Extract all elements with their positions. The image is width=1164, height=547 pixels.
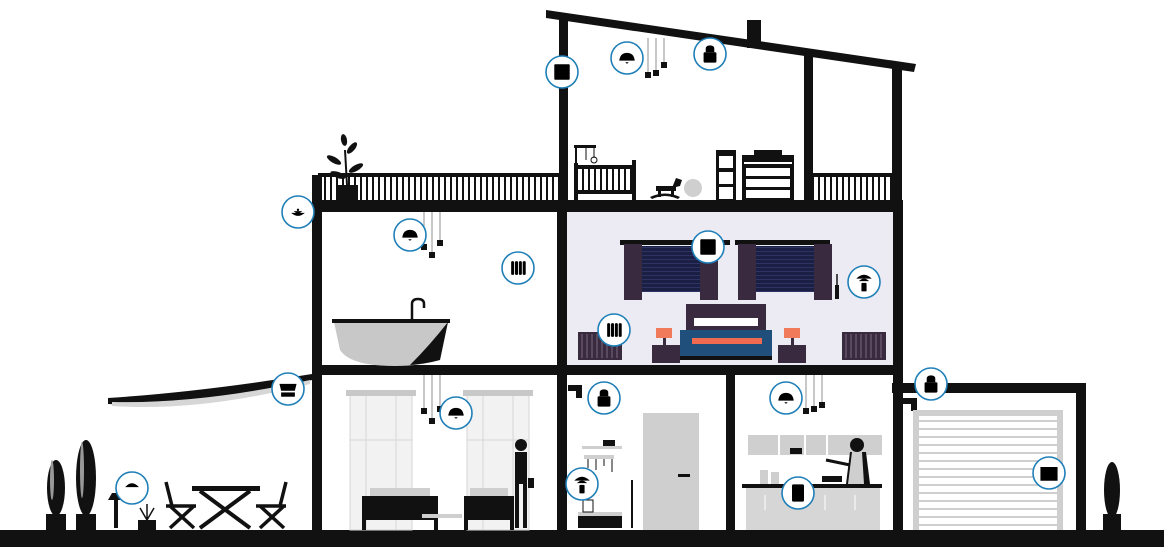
middle-floor-slab <box>312 365 902 375</box>
chimney <box>747 20 761 48</box>
hotspot-kitchen-light[interactable] <box>769 381 803 415</box>
attic-right-wall <box>804 55 813 205</box>
hotspot-ring <box>115 471 149 505</box>
hotspot-bathroom-light[interactable] <box>393 218 427 252</box>
hotspot-hall-remote[interactable] <box>565 467 599 501</box>
hall <box>568 385 699 530</box>
awning-shade <box>112 380 310 408</box>
kitchen-wall <box>726 365 735 535</box>
hotspot-layer <box>115 37 1066 510</box>
garage-right-wall <box>1076 383 1086 535</box>
right-wall <box>893 200 903 535</box>
hotspot-ring <box>565 467 599 501</box>
living-room <box>346 390 534 531</box>
hotspot-bathroom-heating[interactable] <box>501 251 535 285</box>
hotspot-living-light[interactable] <box>439 396 473 430</box>
hotspot-attic-lock[interactable] <box>693 37 727 71</box>
hotspot-hall-lock[interactable] <box>587 381 621 415</box>
left-wall <box>312 175 322 535</box>
upper-floor-slab <box>312 200 902 212</box>
hotspot-ring <box>847 265 881 299</box>
hotspot-garage-door[interactable] <box>1032 456 1066 490</box>
hotspot-garage-lock[interactable] <box>914 367 948 401</box>
hotspot-kitchen-switch[interactable] <box>781 476 815 510</box>
bathroom <box>332 297 450 366</box>
wall-switch-icon <box>792 484 804 502</box>
hotspot-attic-blind[interactable] <box>545 55 579 89</box>
awning <box>108 374 312 405</box>
terrace-plant <box>326 134 364 201</box>
hotspot-terrace-presence[interactable] <box>281 195 315 229</box>
center-wall <box>557 200 567 535</box>
hotspot-bedroom-remote[interactable] <box>847 265 881 299</box>
attic-left-wall <box>559 17 568 207</box>
radiator-icon <box>508 261 526 275</box>
kitchen <box>742 435 882 530</box>
roof <box>546 10 916 72</box>
attic-far-wall <box>892 68 902 208</box>
sensor-cords <box>421 38 825 424</box>
house-structure <box>312 10 1086 535</box>
terrace-railing-right <box>812 173 892 200</box>
hotspot-bedroom-blind[interactable] <box>691 230 725 264</box>
hotspot-garden-light[interactable] <box>115 471 149 505</box>
ground <box>0 530 1164 547</box>
blind-icon <box>554 64 570 80</box>
bedroom <box>578 240 886 363</box>
hotspot-awning[interactable] <box>271 372 305 406</box>
nursery <box>574 145 794 202</box>
awning-icon <box>279 383 297 397</box>
blind-icon <box>700 239 716 255</box>
garage-door-icon <box>1040 467 1058 481</box>
hotspot-attic-light[interactable] <box>610 41 644 75</box>
hotspot-bedroom-heating[interactable] <box>597 313 631 347</box>
garage-roof <box>892 383 1086 393</box>
garden <box>46 440 1121 530</box>
